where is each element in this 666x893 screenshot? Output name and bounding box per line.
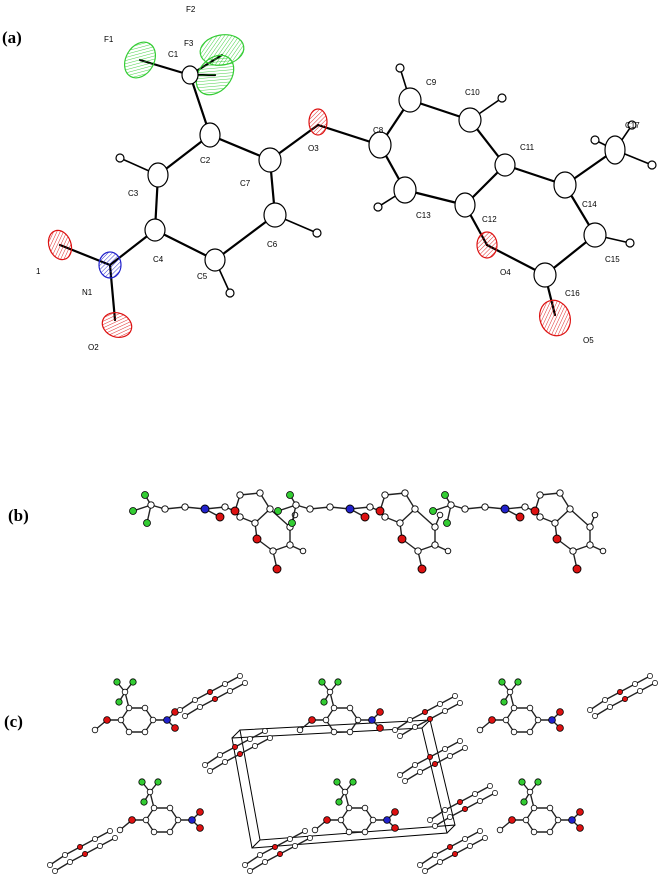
label-C10: C10 (465, 88, 480, 97)
label-C16: C16 (565, 289, 580, 298)
label-C5: C5 (197, 272, 208, 281)
packing-stack-5 (396, 737, 469, 785)
label-C3: C3 (128, 189, 139, 198)
packing-molecule-3 (476, 678, 565, 736)
packing-stack-7 (241, 827, 314, 875)
panel-a-label: (a) (2, 28, 22, 47)
label-C6: C6 (267, 240, 278, 249)
label-C4: C4 (153, 255, 164, 264)
packing-molecule-5 (311, 778, 400, 836)
label-C13: C13 (416, 211, 431, 220)
packing-stack-8 (416, 827, 489, 875)
label-O2: O2 (88, 343, 99, 352)
label-F1: F1 (104, 35, 114, 44)
label-C8: C8 (373, 126, 384, 135)
label-C2: C2 (200, 156, 211, 165)
label-C17: C17 (625, 121, 640, 130)
packing-molecule-4 (116, 778, 205, 836)
label-C7: C7 (240, 179, 251, 188)
label-O3: O3 (308, 144, 319, 153)
unit-cell (231, 719, 456, 849)
label-N1: N1 (82, 288, 93, 297)
label-F3: F3 (184, 39, 194, 48)
label-O1: 1 (36, 267, 41, 276)
label-O4: O4 (500, 268, 511, 277)
label-C9: C9 (426, 78, 437, 87)
label-C11: C11 (520, 143, 535, 152)
label-F2: F2 (186, 5, 196, 14)
panel-c-label: (c) (4, 712, 23, 731)
label-C15: C15 (605, 255, 620, 264)
panel-b-label: (b) (8, 506, 29, 525)
label-O5: O5 (583, 336, 594, 345)
label-C12: C12 (482, 215, 497, 224)
packing-stack-1 (176, 672, 249, 720)
packing-molecule-1 (91, 678, 180, 736)
panel-a-atom-labels: F1 F2 F3 C1 C2 C3 C4 C5 C6 C7 C8 C9 C10 … (36, 5, 640, 352)
packing-stack-3 (586, 672, 659, 720)
packing-molecule-6 (496, 778, 585, 836)
packing-stack-6 (46, 827, 119, 875)
label-C14: C14 (582, 200, 597, 209)
label-C1: C1 (168, 50, 179, 59)
packing-stack-2 (391, 692, 464, 740)
panel-a-atoms (47, 34, 657, 338)
packing-stack-9 (426, 782, 499, 830)
